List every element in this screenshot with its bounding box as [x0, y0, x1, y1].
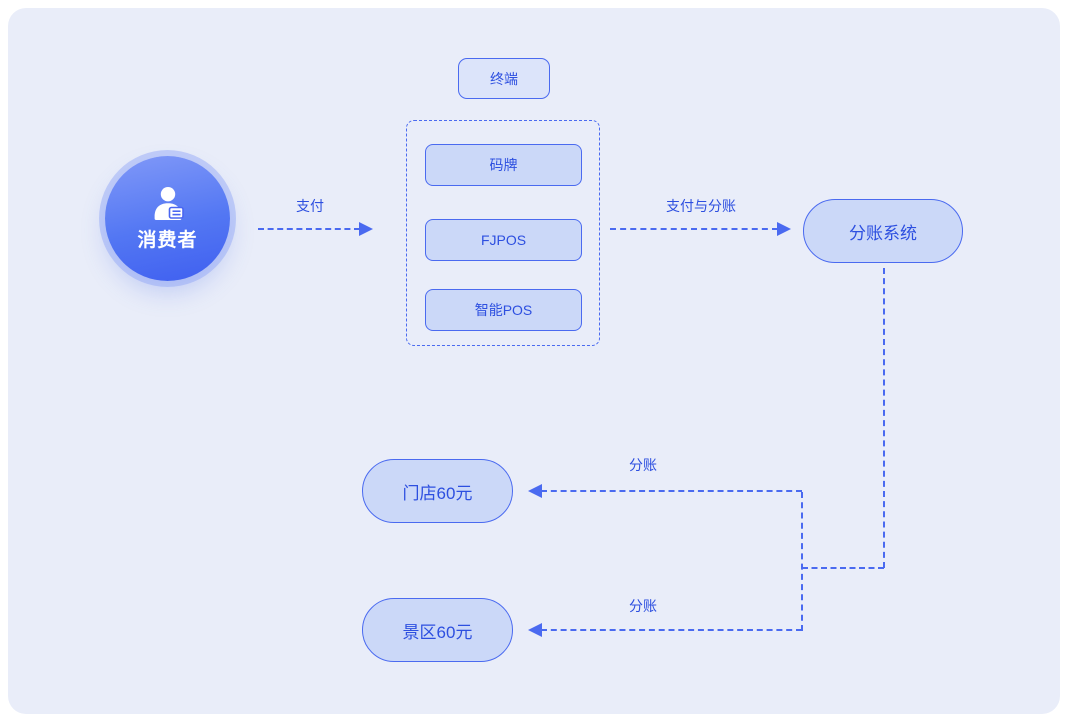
node-terminal-item: 码牌	[425, 144, 582, 186]
edge-pay-arrowhead-icon	[359, 222, 373, 236]
edge-pay-split-line	[610, 228, 778, 230]
edge-split-scenic-arrowhead-icon	[528, 623, 542, 637]
edge-pay-split-arrowhead-icon	[777, 222, 791, 236]
user-card-icon	[149, 186, 187, 220]
node-split-system-label: 分账系统	[849, 223, 917, 243]
node-terminal-item-label: 码牌	[489, 157, 518, 173]
node-terminal-item-label: FJPOS	[480, 232, 527, 248]
edge-pay-line	[258, 228, 360, 230]
group-terminal-title: 终端	[490, 70, 518, 87]
node-split-system: 分账系统	[803, 199, 963, 263]
edge-split-store-label: 分账	[629, 457, 657, 473]
node-store: 门店60元	[362, 459, 513, 523]
node-terminal-item: FJPOS	[425, 219, 582, 261]
connector-trunk-vertical	[883, 268, 885, 568]
edge-pay-split-label: 支付与分账	[666, 198, 736, 214]
node-scenic-label: 景区60元	[402, 622, 473, 642]
group-terminal-frame	[406, 120, 600, 346]
node-terminal-item: 智能POS	[425, 289, 582, 331]
node-store-label: 门店60元	[402, 483, 473, 503]
edge-split-scenic-line	[541, 629, 802, 631]
group-terminal-title-box: 终端	[458, 58, 550, 99]
node-scenic: 景区60元	[362, 598, 513, 662]
edge-split-scenic-label: 分账	[629, 598, 657, 614]
edge-split-store-arrowhead-icon	[528, 484, 542, 498]
connector-branch-vertical	[801, 492, 803, 631]
node-terminal-item-label: 智能POS	[474, 302, 533, 318]
edge-split-store-line	[541, 490, 802, 492]
edge-pay-label: 支付	[296, 198, 324, 214]
node-consumer-label: 消费者	[137, 229, 198, 251]
connector-trunk-horizontal	[802, 567, 884, 569]
node-consumer: 消费者	[105, 156, 230, 281]
